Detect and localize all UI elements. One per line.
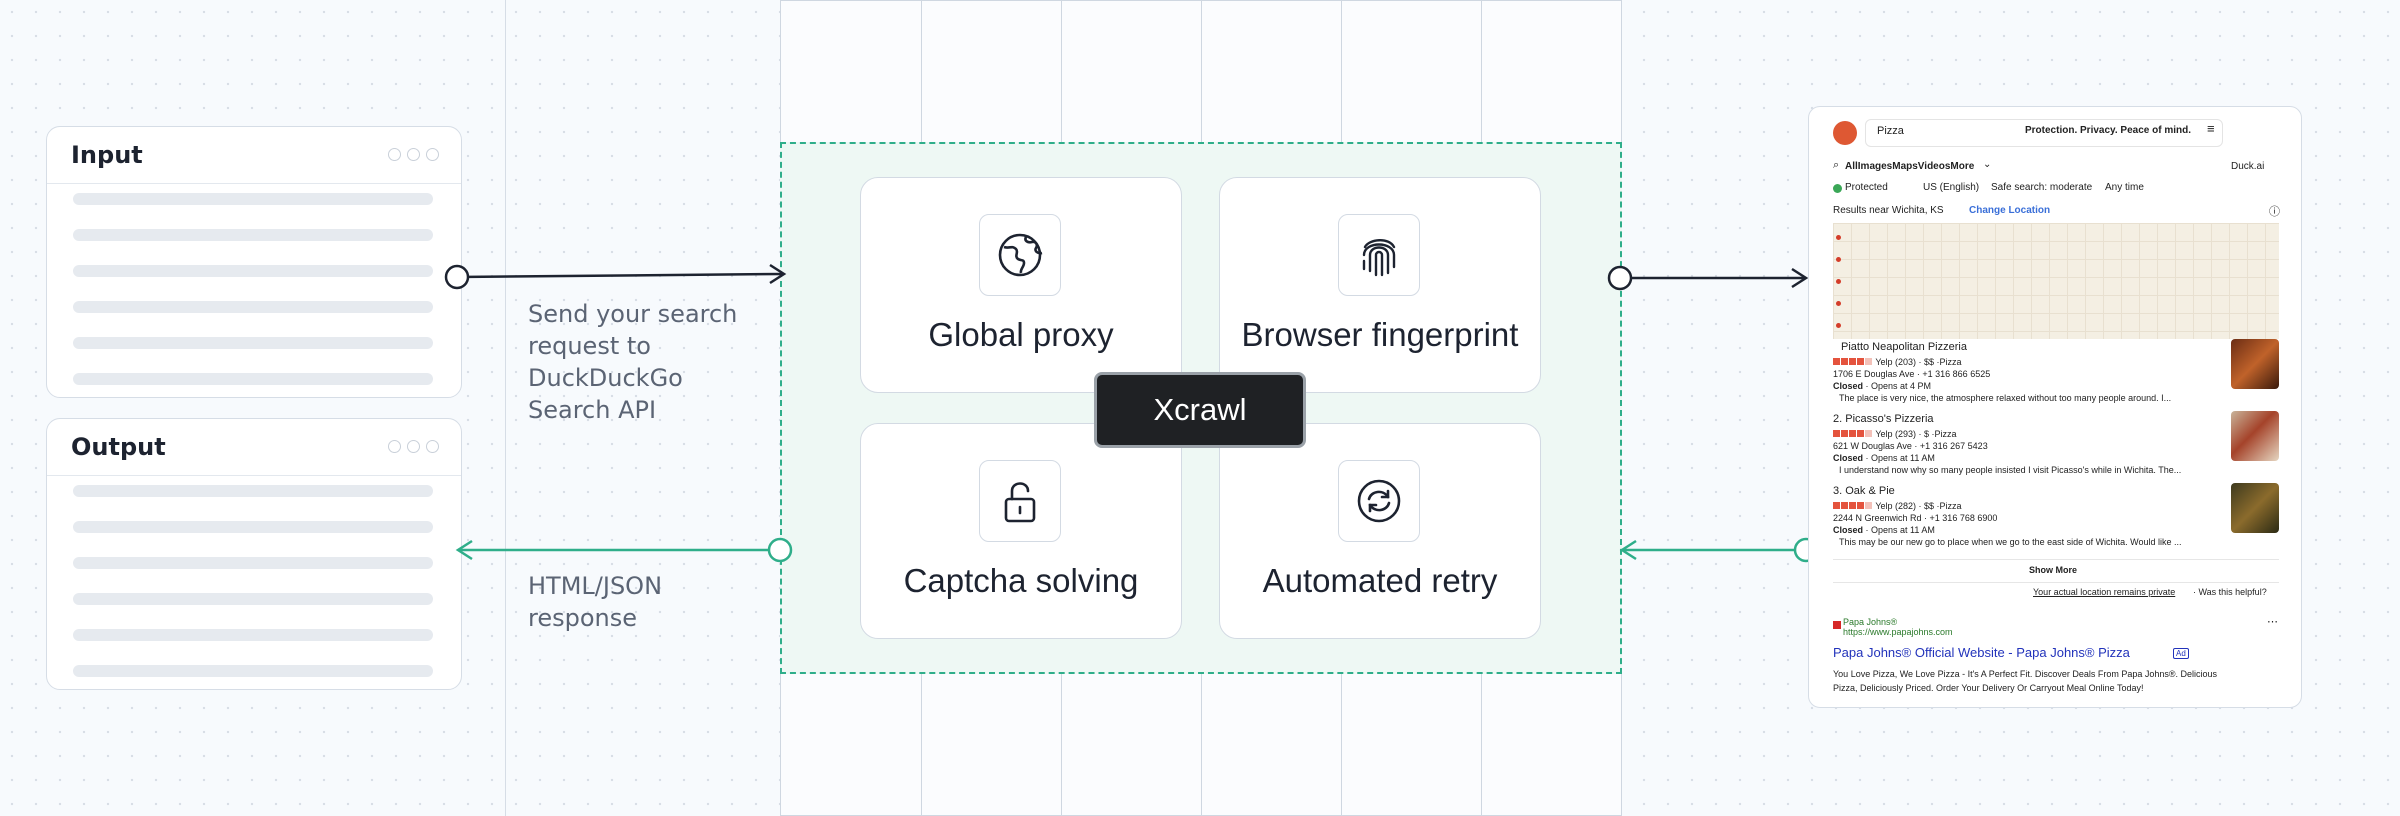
review: I understand now why so many people insi… — [1839, 465, 2182, 475]
tagline: Protection. Privacy. Peace of mind. — [2025, 125, 2191, 136]
input-panel: Input — [46, 126, 462, 398]
output-panel: Output — [46, 418, 462, 690]
feature-card-captcha-solving: Captcha solving — [860, 423, 1182, 639]
ad-description: Pizza, Deliciously Priced. Order Your De… — [1833, 683, 2144, 693]
retry-icon — [1338, 460, 1420, 542]
search-icon: ⌕ — [1833, 159, 1840, 171]
location-private-link[interactable]: Your actual location remains private — [2033, 587, 2176, 597]
map-pin-icon — [1836, 257, 1841, 262]
map-pin-icon — [1836, 235, 1841, 240]
map-area[interactable] — [1833, 223, 2279, 339]
place-name[interactable]: 3. Oak & Pie — [1833, 485, 1895, 497]
duckduckgo-logo — [1833, 121, 1857, 145]
duck-ai[interactable]: Duck.ai — [2231, 161, 2265, 172]
feature-card-automated-retry: Automated retry — [1219, 423, 1541, 639]
input-title: Input — [71, 141, 143, 169]
review: This may be our new go to place when we … — [1839, 537, 2182, 547]
place-photo — [2231, 411, 2279, 461]
region-select[interactable]: US (English) — [1923, 182, 1980, 193]
rating: Yelp (293) · $ ·Pizza — [1833, 429, 1957, 439]
place-name[interactable]: Piatto Neapolitan Pizzeria — [1841, 341, 1967, 353]
ad-description: You Love Pizza, We Love Pizza - It's A P… — [1833, 669, 2218, 679]
fingerprint-icon — [1338, 214, 1420, 296]
menu-icon[interactable]: ≡ — [2207, 121, 2215, 136]
ad-title-link[interactable]: Papa Johns® Official Website - Papa John… — [1833, 645, 2130, 660]
protected-check-icon — [1833, 184, 1842, 193]
feature-label: Captcha solving — [903, 562, 1139, 599]
globe-icon — [979, 214, 1061, 296]
ad-favicon — [1833, 621, 1841, 629]
search-box[interactable] — [1865, 119, 2223, 147]
feature-card-global-proxy: Global proxy — [860, 177, 1182, 393]
response-note: HTML/JSON response — [528, 572, 663, 632]
feature-card-browser-fingerprint: Browser fingerprint — [1219, 177, 1541, 393]
safe-search-select[interactable]: Safe search: moderate — [1991, 182, 2093, 193]
rating: Yelp (282) · $$ ·Pizza — [1833, 501, 1962, 511]
search-result-preview: Pizza Protection. Privacy. Peace of mind… — [1808, 106, 2302, 708]
feature-label: Automated retry — [1262, 562, 1498, 599]
feature-label: Global proxy — [928, 316, 1114, 353]
window-dots — [388, 440, 439, 453]
address: 621 W Douglas Ave · +1 316 267 5423 — [1833, 441, 1988, 451]
search-tabs[interactable]: AllImagesMapsVideosMore — [1845, 161, 1975, 172]
address: 2244 N Greenwich Rd · +1 316 768 6900 — [1833, 513, 1998, 523]
info-icon: ⓘ — [2269, 206, 2280, 218]
map-pin-icon — [1836, 279, 1841, 284]
address: 1706 E Douglas Ave · +1 316 866 6525 — [1833, 369, 1991, 379]
place-card[interactable]: 2. Picasso's Pizzeria Yelp (293) · $ ·Pi… — [1833, 411, 2279, 483]
hours: Closed · Opens at 4 PM — [1833, 381, 1932, 391]
search-query: Pizza — [1877, 125, 1904, 137]
place-name[interactable]: 2. Picasso's Pizzeria — [1833, 413, 1934, 425]
show-more-button[interactable]: Show More — [2029, 565, 2078, 575]
tab-dropdown-icon: ⌄ — [1983, 159, 1992, 170]
results-near: Results near Wichita, KS — [1833, 205, 1944, 216]
place-photo — [2231, 483, 2279, 533]
map-pin-icon — [1836, 301, 1841, 306]
ad-brand: Papa Johns® — [1843, 617, 1898, 627]
review: The place is very nice, the atmosphere r… — [1839, 393, 2172, 403]
more-options-icon[interactable]: ⋯ — [2267, 616, 2278, 628]
ad-url[interactable]: https://www.papajohns.com — [1843, 627, 1953, 637]
time-select[interactable]: Any time — [2105, 182, 2144, 193]
place-card[interactable]: 3. Oak & Pie Yelp (282) · $$ ·Pizza 2244… — [1833, 483, 2279, 555]
protected-label[interactable]: Protected — [1845, 182, 1888, 193]
unlock-icon — [979, 460, 1061, 542]
divider-line — [505, 0, 506, 816]
place-card[interactable]: Piatto Neapolitan Pizzeria Yelp (203) · … — [1833, 339, 2279, 411]
ad-badge: Ad — [2173, 648, 2189, 659]
output-title: Output — [71, 433, 166, 461]
xcrawl-badge: Xcrawl — [1094, 372, 1306, 448]
helpful-prompt: · Was this helpful? — [2193, 587, 2267, 597]
window-dots — [388, 148, 439, 161]
hours: Closed · Opens at 11 AM — [1833, 525, 1935, 535]
request-note: Send your search request to DuckDuckGo S… — [528, 300, 738, 424]
change-location-link[interactable]: Change Location — [1969, 205, 2051, 216]
feature-label: Browser fingerprint — [1241, 316, 1519, 353]
hours: Closed · Opens at 11 AM — [1833, 453, 1935, 463]
show-more-bar — [1833, 559, 2279, 583]
map-pin-icon — [1836, 323, 1841, 328]
place-photo — [2231, 339, 2279, 389]
rating: Yelp (203) · $$ ·Pizza — [1833, 357, 1962, 367]
